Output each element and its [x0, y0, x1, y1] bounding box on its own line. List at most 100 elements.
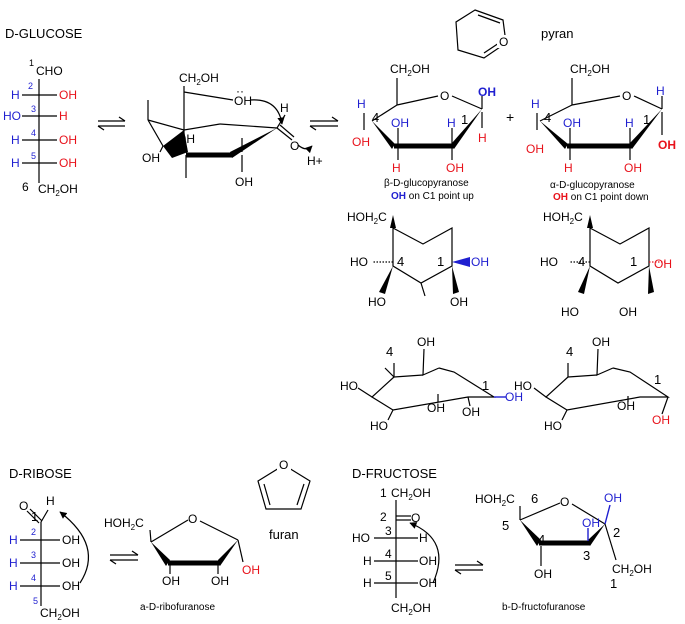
chair2-beta-c1-number: 1: [482, 378, 489, 393]
pyran-structure: O pyran: [455, 9, 574, 59]
ribose-c2-oh: OH: [62, 533, 80, 547]
glucose-c3-number: 3: [31, 104, 36, 114]
beta-c2-h: H: [447, 116, 456, 130]
equilibrium-arrow-1: [97, 116, 126, 131]
chair2-alpha-c4-number: 4: [566, 344, 573, 359]
fructofuranose-haworth: HOH2C 6 O 5 4 3 2 OH OH OH CH2OH 1 b-D-f…: [475, 491, 652, 613]
alpha-name: α-D-glucopyranose: [550, 180, 635, 191]
chair2-beta-c1-oh: OH: [505, 390, 523, 404]
ribose-c4-oh: OH: [62, 579, 80, 593]
ring-beta-c4-number: 4: [397, 254, 404, 269]
beta-c4-number: 4: [372, 110, 379, 125]
ribofuranose-name: a-D-ribofuranose: [140, 602, 215, 613]
alpha-c4-number: 4: [544, 110, 551, 125]
glucose-title: D-GLUCOSE: [5, 26, 83, 41]
ribo-ring-o: O: [188, 512, 197, 526]
beta-c3-h: H: [392, 161, 401, 175]
furan-oxygen: O: [279, 458, 288, 472]
furan-label: furan: [269, 527, 299, 542]
glucose-c5-number: 5: [31, 151, 36, 161]
glucose-c2-oh: OH: [59, 88, 77, 102]
alpha-c3-h: H: [564, 161, 573, 175]
ring-beta-c1-number: 1: [437, 254, 444, 269]
ribose-fischer-projection: D-RIBOSE O H 1 2 3 4 H OH H OH H OH 5 CH…: [9, 466, 89, 622]
ribose-aldehyde-h: H: [46, 494, 55, 508]
equilibrium-arrow-2: [309, 116, 339, 131]
fructose-c5-number: 5: [385, 569, 392, 583]
ribo-c1-oh: OH: [242, 563, 260, 577]
ring-alpha-c1-number: 1: [630, 254, 637, 269]
fructo-c1-ch2oh: CH2OH: [612, 562, 652, 578]
fructose-c4-number: 4: [385, 547, 392, 561]
alpha-c4-h: H: [531, 97, 540, 111]
chair-c3-oh: OH: [177, 132, 195, 146]
glucose-c5-h: H: [11, 156, 20, 170]
fructose-fischer-projection: D-FRUCTOSE 1 CH2OH 2 O 3 4 5 HO H H OH H…: [352, 466, 440, 617]
ring-alpha-c2-oh: OH: [619, 305, 637, 319]
fructose-c4-h: H: [363, 554, 372, 568]
ribose-c2-h: H: [9, 533, 18, 547]
ring-beta-c4-ho: HO: [350, 255, 368, 269]
chair2-beta-c3-ho: HO: [370, 419, 388, 433]
fructose-c3-number: 3: [385, 524, 392, 538]
alpha-ring-wedge: HOH2C 4 1 HO OH HO OH: [540, 210, 672, 319]
chair-carbonyl-o: O: [290, 139, 299, 153]
alpha-c1-h: H: [656, 84, 665, 98]
beta-c1-number: 1: [461, 112, 468, 127]
ribo-c2-oh: OH: [211, 574, 229, 588]
chair2-alpha-c3-ho: HO: [544, 419, 562, 433]
glucose-fischer-projection: D-GLUCOSE 1 CHO 2 3 4 5 H OH HO H H OH H…: [3, 26, 83, 198]
beta-ring-o: O: [440, 89, 449, 103]
beta-c4-oh: OH: [352, 135, 370, 149]
glucose-c3-h: H: [59, 109, 68, 123]
ring-beta-hoh2c: HOH2C: [347, 210, 387, 226]
chair-ch2oh: CH2OH: [179, 71, 219, 87]
beta-ring-wedge: HOH2C 4 1 HO OH HO OH: [347, 210, 489, 309]
fructo-c1-number: 1: [610, 576, 617, 591]
equilibrium-arrow-3: [109, 550, 139, 565]
alpha-glucopyranose-haworth: CH2OH O H OH 1 4 H OH OH H H OH α-D-gluc…: [526, 62, 676, 203]
pyran-label: pyran: [541, 26, 574, 41]
ribose-c5-number: 5: [33, 596, 38, 606]
fructo-c4-oh: OH: [534, 567, 552, 581]
chair2-alpha-c2-oh: OH: [617, 399, 635, 413]
fructose-title: D-FRUCTOSE: [352, 466, 437, 481]
chair-h-plus: H+: [307, 154, 323, 168]
glucose-c6-ch2oh: CH2OH: [38, 182, 78, 198]
ribose-carbonyl-o: O: [19, 499, 28, 513]
glucose-c5-oh: OH: [59, 156, 77, 170]
ribo-hoh2c: HOH2C: [104, 516, 144, 532]
alpha-c2-oh: OH: [624, 161, 642, 175]
glucose-c3-ho: HO: [3, 109, 21, 123]
chair2-beta-c6-oh: OH: [417, 335, 435, 349]
ribose-title: D-RIBOSE: [9, 466, 72, 481]
ring-alpha-hoh2c: HOH2C: [543, 210, 583, 226]
ribose-c3-number: 3: [31, 550, 36, 560]
fructose-c5-h: H: [363, 576, 372, 590]
glucose-cho: CHO: [36, 64, 63, 78]
chair-lone-oh: OH: [234, 94, 252, 108]
chair-c2-oh: OH: [235, 175, 253, 189]
fructose-c1-number: 1: [380, 486, 387, 500]
fructo-c4-number: 4: [538, 532, 545, 547]
chair-aldehyde-h: H: [280, 101, 289, 115]
alpha-c3-oh: OH: [563, 116, 581, 130]
furan-structure: O furan: [257, 457, 311, 542]
pyran-oxygen: O: [499, 35, 508, 49]
fructo-c2-oh: OH: [604, 491, 622, 505]
glucose-c2-number: 2: [28, 81, 33, 91]
fructose-c6-ch2oh: CH2OH: [391, 601, 431, 617]
fructo-ring-o: O: [560, 495, 569, 509]
svg-text:··: ··: [236, 84, 244, 98]
ribose-c4-h: H: [9, 579, 18, 593]
fructo-c3-number: 3: [583, 548, 590, 563]
beta-chair-conformation: OH 4 1 HO HO OH OH OH: [340, 335, 523, 433]
ring-alpha-c4-number: 4: [578, 254, 585, 269]
ribose-c2-number: 2: [31, 527, 36, 537]
chair-c4-oh: OH: [142, 151, 160, 165]
glucose-c4-number: 4: [31, 128, 36, 138]
ribose-c4-number: 4: [31, 573, 36, 583]
beta-c3-oh: OH: [391, 116, 409, 130]
ribose-c3-oh: OH: [62, 556, 80, 570]
